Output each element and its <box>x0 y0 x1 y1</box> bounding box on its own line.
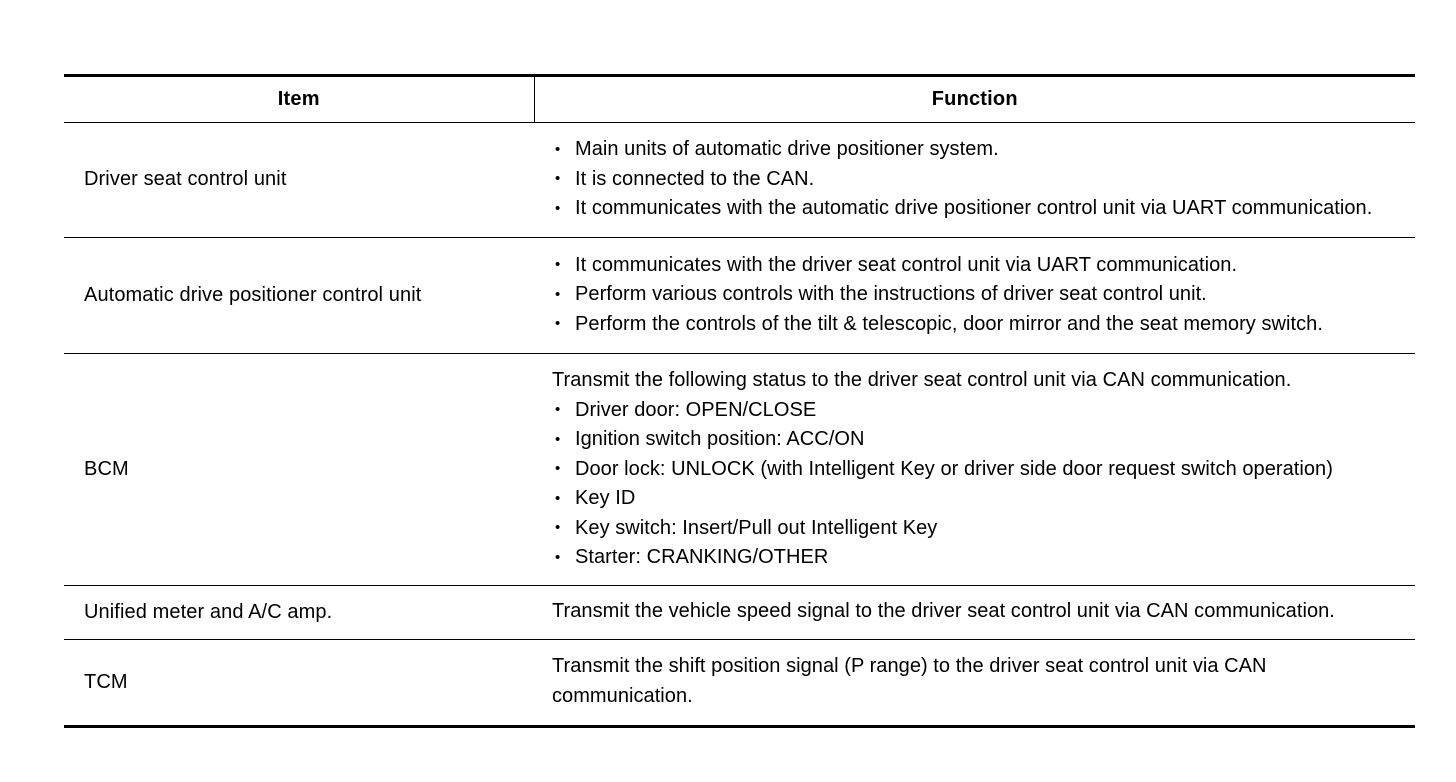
table-header: Item Function <box>64 75 1415 123</box>
function-content: It communicates with the driver seat con… <box>534 238 1415 354</box>
row-item-cell: Unified meter and A/C amp. <box>64 584 534 640</box>
table-header-row: Item Function <box>64 75 1415 123</box>
function-bullet: It is connected to the CAN. <box>552 164 1407 195</box>
table-body: Driver seat control unit Main units of a… <box>64 122 1415 727</box>
function-content: Transmit the vehicle speed signal to the… <box>534 586 1415 640</box>
function-content: Transmit the following status to the dri… <box>534 354 1415 585</box>
row-item-label: Unified meter and A/C amp. <box>84 600 333 623</box>
component-function-table: Item Function Driver seat control unit M… <box>64 74 1415 728</box>
function-bullet: Main units of automatic drive positioner… <box>552 135 1407 165</box>
table-row: TCM Transmit the shift position signal (… <box>64 639 1415 727</box>
function-intro-text: Transmit the shift position signal (P ra… <box>552 655 1267 707</box>
function-intro-text: Transmit the vehicle speed signal to the… <box>552 599 1335 622</box>
row-function-cell: It communicates with the driver seat con… <box>534 236 1415 354</box>
column-header-item-label: Item <box>277 88 320 110</box>
column-header-item: Item <box>64 75 535 123</box>
row-function-cell: Transmit the shift position signal (P ra… <box>534 639 1415 727</box>
function-bullet: Key ID <box>552 484 1407 514</box>
table-row: Automatic drive positioner control unit … <box>64 236 1415 354</box>
row-item-label: BCM <box>84 457 129 480</box>
function-bullet-list: Driver door: OPEN/CLOSE Ignition switch … <box>552 395 1407 573</box>
table-row: BCM Transmit the following status to the… <box>64 353 1415 585</box>
function-intro-text: Transmit the following status to the dri… <box>552 369 1292 391</box>
function-bullet-list: Main units of automatic drive positioner… <box>552 135 1407 224</box>
row-item-label: TCM <box>84 671 128 693</box>
function-bullet: Starter: CRANKING/OTHER <box>552 543 1407 573</box>
function-bullet: Ignition switch position: ACC/ON <box>552 425 1407 455</box>
row-item-cell: TCM <box>64 639 534 727</box>
row-item-label: Automatic drive positioner control unit <box>84 283 422 306</box>
table-row: Unified meter and A/C amp. Transmit the … <box>64 584 1415 640</box>
row-item-cell: Driver seat control unit <box>64 122 534 237</box>
function-bullet: Perform various controls with the instru… <box>552 280 1407 310</box>
function-bullet: It communicates with the driver seat con… <box>552 250 1407 281</box>
function-content: Main units of automatic drive positioner… <box>534 123 1415 237</box>
row-function-cell: Transmit the following status to the dri… <box>534 353 1415 585</box>
function-bullet: Key switch: Insert/Pull out Intelligent … <box>552 513 1407 544</box>
row-item-cell: BCM <box>64 353 534 585</box>
column-header-function-label: Function <box>931 88 1018 110</box>
column-header-function: Function <box>534 76 1415 123</box>
row-item-cell: Automatic drive positioner control unit <box>64 236 534 354</box>
row-function-cell: Main units of automatic drive positioner… <box>534 122 1415 237</box>
row-function-cell: Transmit the vehicle speed signal to the… <box>534 584 1415 640</box>
function-content: Transmit the shift position signal (P ra… <box>534 640 1415 725</box>
function-bullet: Perform the controls of the tilt & teles… <box>552 309 1407 340</box>
function-bullet-list: It communicates with the driver seat con… <box>552 250 1407 340</box>
table-row: Driver seat control unit Main units of a… <box>64 122 1415 237</box>
row-item-label: Driver seat control unit <box>84 168 287 191</box>
function-bullet: It communicates with the automatic drive… <box>552 194 1407 224</box>
function-bullet: Door lock: UNLOCK (with Intelligent Key … <box>552 454 1407 485</box>
function-bullet: Driver door: OPEN/CLOSE <box>552 395 1407 426</box>
